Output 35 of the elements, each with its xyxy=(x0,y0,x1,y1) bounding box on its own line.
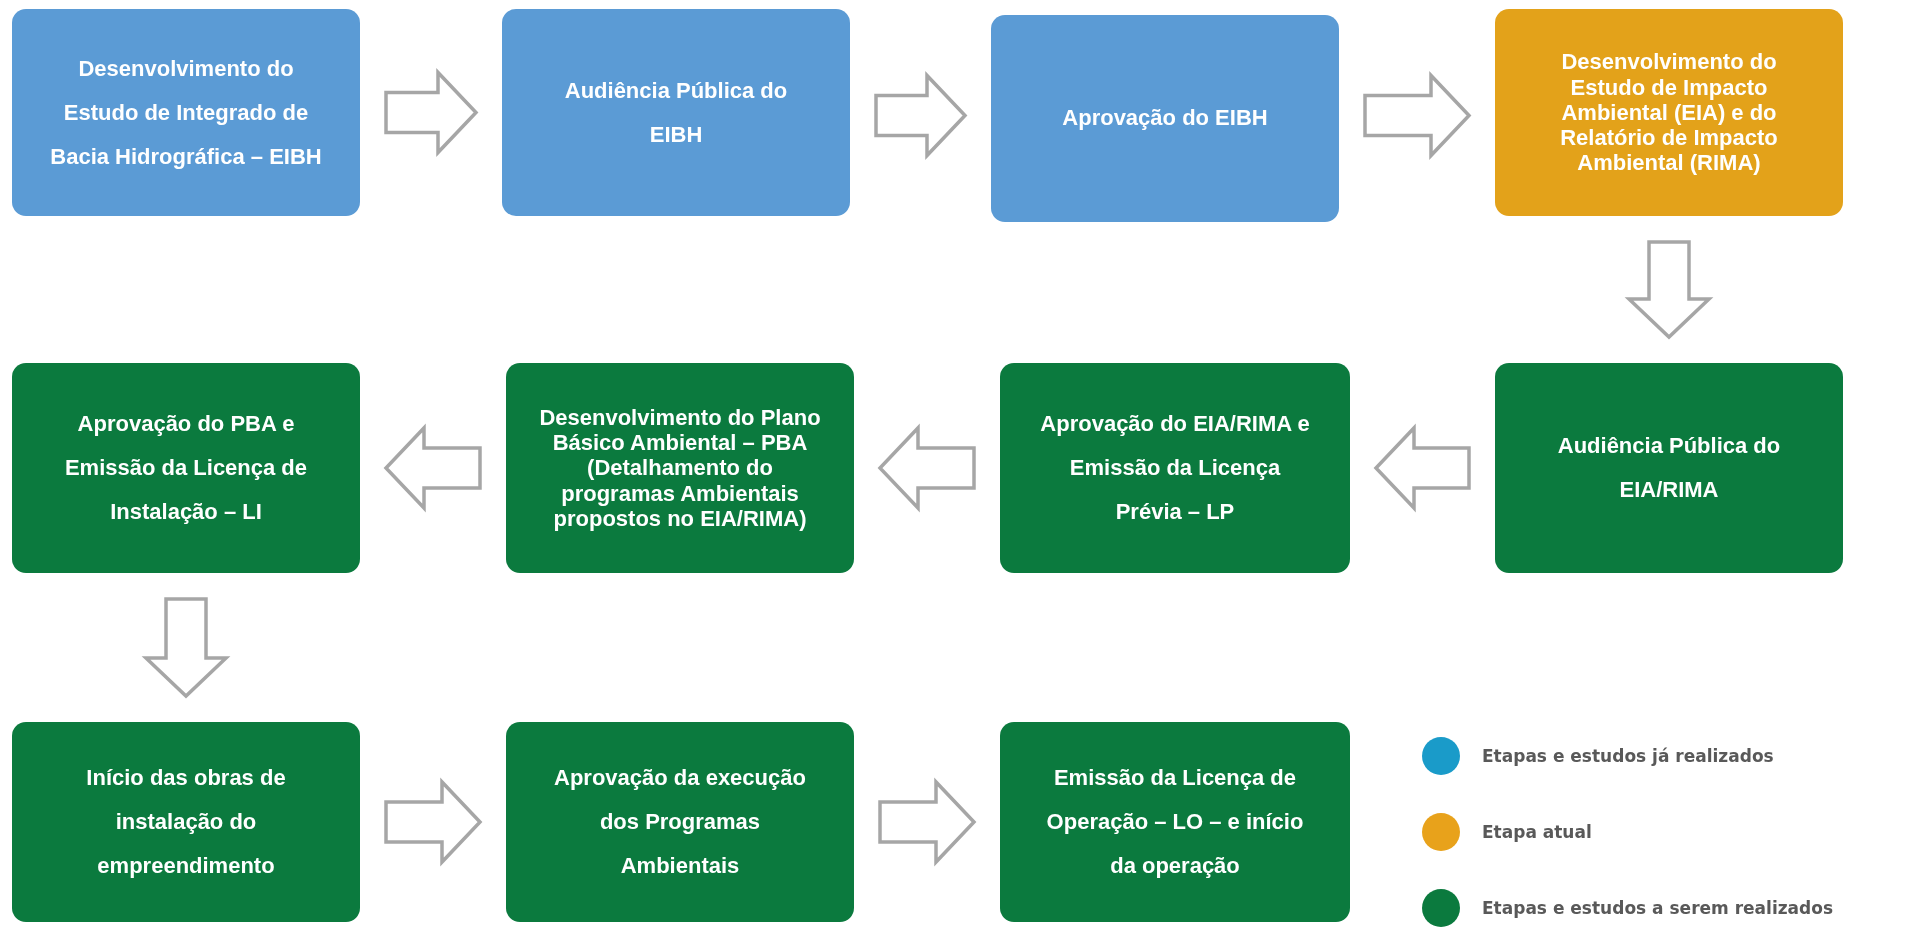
step-label: Aprovação do PBA e Emissão da Licença de Instalação – LI xyxy=(63,410,309,526)
legend-label: Etapas e estudos a serem realizados xyxy=(1482,898,1834,918)
step-label: Aprovação do EIA/RIMA e Emissão da Licença Prévia – LP xyxy=(1039,410,1311,526)
block-arrow xyxy=(383,423,482,513)
step-label: Aprovação da execução dos Programas Ambientais xyxy=(553,764,807,880)
legend-label: Etapas e estudos já realizados xyxy=(1482,746,1774,766)
step-label: Emissão da Licença de Operação – LO – e início da operação xyxy=(1045,764,1305,880)
process-box xyxy=(502,9,850,216)
block-arrow xyxy=(874,71,968,160)
block-arrow xyxy=(1624,240,1714,340)
step-label: Aprovação do EIBH xyxy=(1062,104,1268,133)
block-arrow xyxy=(1363,71,1472,160)
process-box xyxy=(12,9,360,216)
process-box xyxy=(506,722,854,922)
block-arrow xyxy=(1373,423,1471,513)
process-box xyxy=(1000,363,1350,573)
block-arrow xyxy=(878,777,977,867)
process-box xyxy=(991,15,1339,222)
step-label: Desenvolvimento do Plano Básico Ambiental – PBA (Detalhamento do programas Ambientais propostos no EIA/RIMA) xyxy=(538,404,822,532)
process-box xyxy=(1495,363,1843,573)
step-label: Desenvolvimento do Estudo de Integrado de Bacia Hidrográfica – EIBH xyxy=(50,54,322,171)
step-label: Início das obras de instalação do empreendimento xyxy=(85,764,287,880)
block-arrow xyxy=(141,597,231,699)
block-arrow xyxy=(384,777,483,867)
step-label: Desenvolvimento do Estudo de Impacto Ambiental (EIA) e do Relatório de Impacto Ambiental (RIMA) xyxy=(1559,49,1779,176)
process-box xyxy=(12,722,360,922)
step-label: Audiência Pública do EIBH xyxy=(563,76,789,149)
process-box xyxy=(12,363,360,573)
process-box xyxy=(506,363,854,573)
process-box xyxy=(1495,9,1843,216)
block-arrow xyxy=(384,68,479,157)
block-arrow xyxy=(877,423,976,513)
step-label: Audiência Pública do EIA/RIMA xyxy=(1556,432,1782,504)
legend-label: Etapa atual xyxy=(1482,822,1592,842)
process-box xyxy=(1000,722,1350,922)
